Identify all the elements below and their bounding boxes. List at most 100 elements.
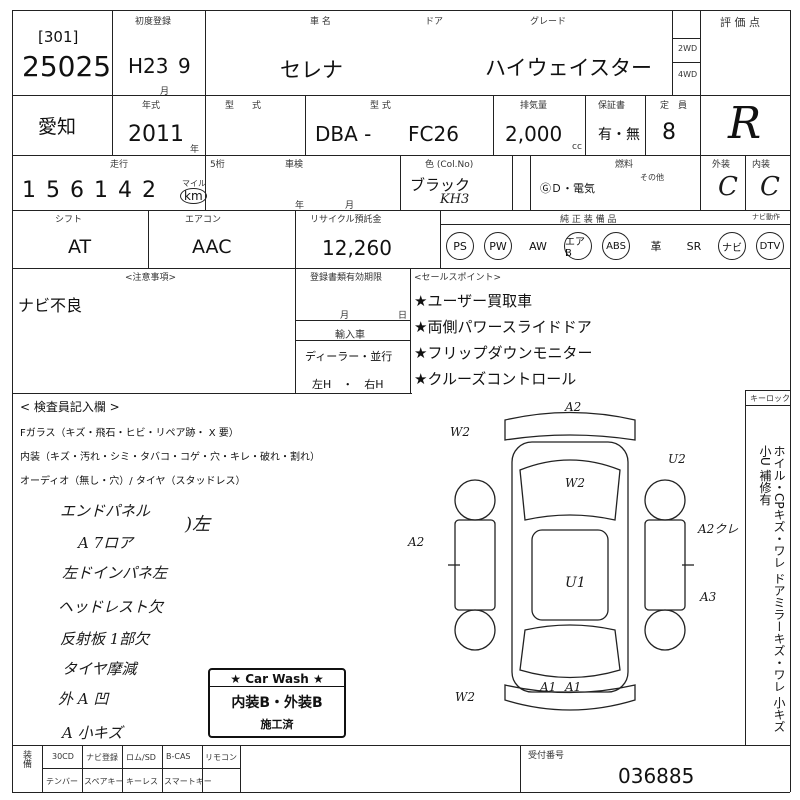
- notes-label: <注意事項>: [125, 273, 177, 283]
- model-type-label: 型 式: [370, 101, 391, 111]
- mileage-unit-top: マイル: [182, 179, 206, 188]
- diagram-mark: A3: [700, 590, 717, 604]
- drive-4wd: 4WD: [678, 70, 698, 79]
- bottom-cell: B-CAS: [166, 752, 191, 761]
- mileage-unit: km: [180, 188, 207, 204]
- sale-point: ★ユーザー買取車: [414, 292, 533, 310]
- stamp-line: 内装B・外装B: [231, 695, 323, 711]
- fuel-value: ⒼＤ・電気: [540, 182, 595, 195]
- bottom-cell: ロム/SD: [126, 753, 156, 762]
- bottom-cell: 30CD: [52, 752, 74, 761]
- equip-navi: ナビ: [718, 232, 746, 260]
- grade-score: R: [728, 98, 762, 149]
- year: 2011: [128, 122, 184, 147]
- displacement: 2,000: [505, 122, 563, 146]
- displacement-label: 排気量: [520, 101, 548, 111]
- right-vertical-text: ホイル・CPキズ・ワレ ドアミラーキズ・ワレ 小キズ 小U 補修有: [758, 445, 786, 733]
- stamp-title: ★ Car Wash ★: [210, 672, 344, 687]
- capacity: 8: [662, 120, 676, 145]
- reg-era: H23: [128, 54, 169, 78]
- route-label: 型 式: [225, 101, 262, 111]
- diagram-mark: A1: [565, 680, 582, 694]
- hand-note: 反射板 1部欠: [60, 630, 150, 648]
- recycle: 12,260: [322, 236, 392, 260]
- car-diagram: [448, 411, 694, 711]
- dealer-line2: 左H ・ 右H: [312, 378, 384, 391]
- equip-ps: PS: [446, 232, 474, 260]
- bottom-cell: キーレス: [126, 777, 158, 786]
- drive-2wd: 2WD: [678, 44, 698, 53]
- hand-note: エンドパネル: [60, 502, 151, 520]
- rating-label: 評 価 点: [720, 16, 760, 29]
- reg-month-label: 月: [160, 87, 170, 97]
- exterior-grade: C: [718, 172, 738, 202]
- diagram-mark: W2: [455, 690, 475, 704]
- reception-number: 036885: [618, 764, 695, 788]
- hand-note: ヘッドレスト欠: [58, 598, 164, 616]
- diagram-mark: W2: [450, 425, 470, 439]
- dealer-line1: ディーラー・並行: [305, 350, 393, 363]
- aircon: AAC: [192, 236, 232, 258]
- mileage-digits: 156142: [22, 178, 166, 203]
- hand-note: )左: [185, 514, 211, 535]
- color-code: KH3: [440, 192, 470, 207]
- inspector-line: オーディオ（無し・穴）/ タイヤ（スタッドレス）: [20, 476, 246, 487]
- notes-text: ナビ不良: [18, 296, 83, 315]
- car-wash-stamp: ★ Car Wash ★ 内装B・外装B 施工済: [208, 668, 346, 738]
- inspector-line: Fガラス（キズ・飛石・ヒビ・リペア跡・ X 要）: [20, 428, 239, 439]
- bottom-cell: リモコン: [205, 753, 237, 762]
- equip-pw: PW: [484, 232, 512, 260]
- year-suffix: 年: [190, 145, 200, 155]
- shift: AT: [68, 236, 92, 258]
- equip-sr: SR: [686, 239, 702, 253]
- sale-points-label: <セールスポイント>: [414, 273, 502, 283]
- grade-label: グレード: [530, 17, 567, 27]
- body-type-label: ナビ動作: [752, 213, 780, 221]
- diagram-mark: U2: [668, 452, 686, 466]
- bottom-cell: テンバー: [46, 777, 78, 786]
- diagram-mark: A2クレ: [698, 522, 739, 536]
- meter-label: 5桁: [210, 160, 225, 170]
- reg-until-label: 登録書類有効期限: [310, 273, 383, 283]
- mileage-label: 走行: [110, 160, 129, 170]
- diagram-mark: A2: [408, 535, 425, 549]
- equip-dtv: DTV: [756, 232, 784, 260]
- color-name: ブラック: [410, 176, 471, 194]
- insp-month: 月: [345, 201, 355, 211]
- hand-note: 左ドインパネ左: [62, 564, 168, 582]
- warranty-label: 保証書: [598, 101, 626, 111]
- reg-label: 初度登録: [135, 17, 172, 27]
- lot-bracket: [301]: [38, 28, 79, 46]
- door-label: ドア: [425, 17, 444, 27]
- capacity-label: 定 員: [660, 101, 688, 111]
- hand-note: A 小キズ: [62, 724, 123, 742]
- inspection-label: 車検: [285, 160, 304, 170]
- aircon-label: エアコン: [185, 215, 222, 225]
- stamp-sub: 施工済: [260, 718, 294, 731]
- equip-leather: 革: [650, 240, 662, 253]
- sale-point: ★クルーズコントロール: [414, 370, 577, 388]
- color-label: 色 (Col.No): [425, 160, 474, 170]
- exterior-label: 外装: [712, 160, 731, 170]
- warranty: 有・無: [598, 127, 640, 143]
- cc-label: cc: [572, 142, 582, 152]
- interior-grade: C: [760, 172, 780, 202]
- bottom-cell: ナビ登録: [86, 753, 118, 762]
- model-prefix: DBA -: [315, 122, 372, 146]
- sale-point: ★両側パワースライドドア: [414, 318, 592, 336]
- keylock-label: キーロック: [750, 394, 790, 403]
- reg-until-month: 月: [340, 311, 350, 321]
- equip-abs: ABS: [602, 232, 630, 260]
- bottom-side-label: 装備: [21, 750, 31, 768]
- car-name-label: 車 名: [310, 17, 331, 27]
- bottom-cell: スペアキー: [84, 777, 124, 786]
- car-name: セレナ: [280, 58, 343, 82]
- diagram-mark: A2: [565, 400, 582, 414]
- hand-note: タイヤ摩減: [62, 660, 137, 678]
- interior-label: 内装: [752, 160, 771, 170]
- bottom-cell: スマートキー: [164, 777, 212, 786]
- fuel-other: その他: [640, 173, 664, 182]
- diagram-mark: A1: [540, 680, 557, 694]
- inspector-label: < 検査員記入欄 >: [20, 400, 120, 414]
- fuel-label: 燃料: [615, 160, 634, 170]
